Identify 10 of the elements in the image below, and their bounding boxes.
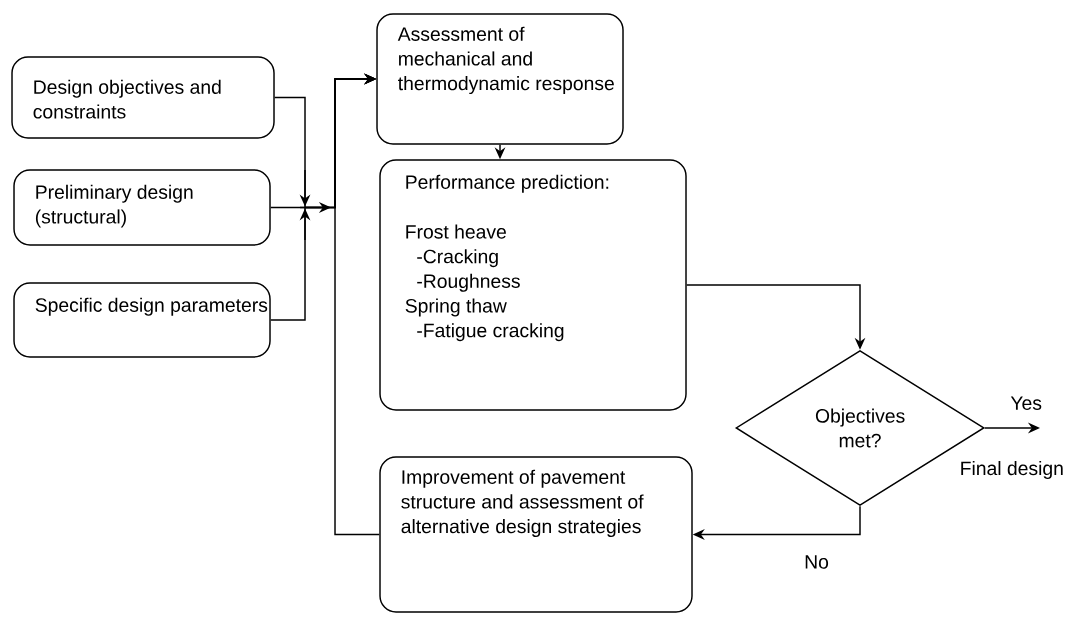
process-box: Preliminary design (structural) xyxy=(13,169,271,246)
process-box: Assessment of mechanical and thermodynamic response xyxy=(376,13,624,145)
edge-label: No xyxy=(802,553,831,571)
process-box: Specific design parameters xyxy=(13,282,271,358)
arrow xyxy=(334,73,380,536)
note-label: Final design xyxy=(961,461,1063,479)
process-box: Improvement of pavement structure and assessment of alternative design strategies xyxy=(379,456,693,613)
process-box: Design objectives and constraints xyxy=(11,56,275,139)
process-box: Performance prediction: Frost heave -Cracking -Roughness Spring thaw -Fatigue cracking xyxy=(379,159,687,411)
edge-label: Yes xyxy=(1009,395,1044,412)
